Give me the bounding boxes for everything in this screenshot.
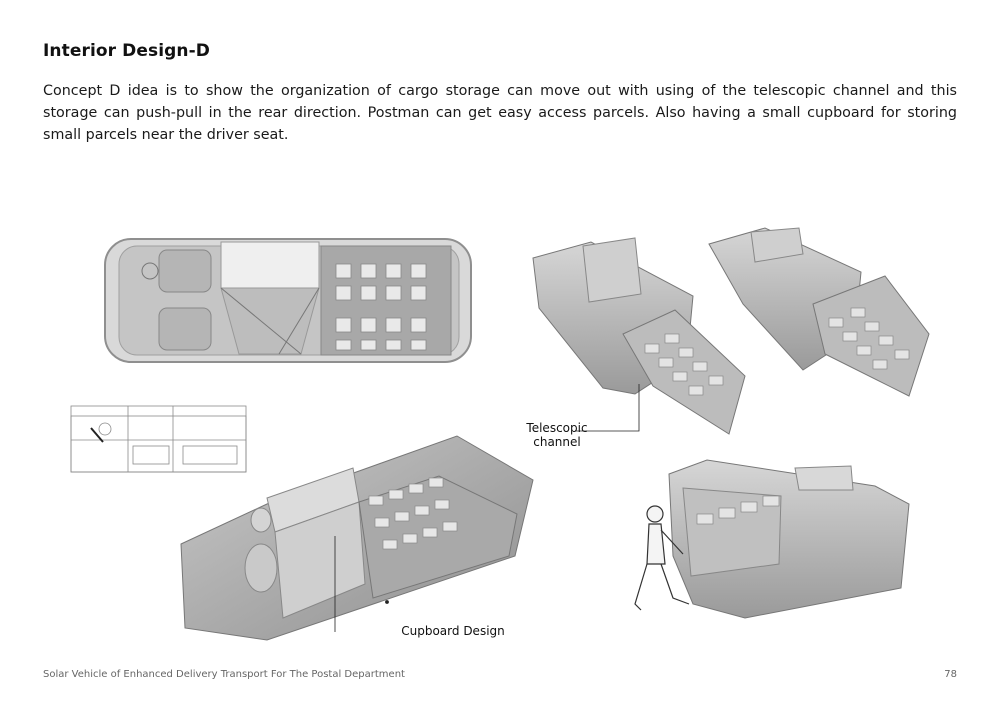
- telescopic-view-1: [532, 237, 746, 435]
- page-title: Interior Design-D: [43, 41, 211, 61]
- side-wireframe-view: [70, 405, 247, 473]
- telescopic-view-2: [708, 227, 930, 397]
- telescopic-channel-label: Telescopic channel: [519, 421, 595, 449]
- telescopic-leader-line: [575, 384, 640, 432]
- cupboard-design-label: Cupboard Design: [401, 624, 505, 638]
- postman-figure: [634, 505, 690, 611]
- vehicle-renders: [70, 227, 930, 641]
- cupboard-isometric-view: [180, 435, 534, 641]
- postman-access-view: [668, 459, 910, 619]
- top-plan-view: [104, 238, 472, 363]
- footer-text: Solar Vehicle of Enhanced Delivery Trans…: [43, 669, 405, 680]
- cupboard-leader-line: [334, 536, 389, 632]
- telescopic-label-line2: channel: [533, 435, 581, 449]
- telescopic-label-line1: Telescopic: [526, 421, 588, 435]
- concept-d-illustration: Telescopic channel Cupboard Design: [43, 184, 957, 662]
- description-paragraph: Concept D idea is to show the organizati…: [43, 83, 957, 143]
- page-number: 78: [944, 669, 957, 680]
